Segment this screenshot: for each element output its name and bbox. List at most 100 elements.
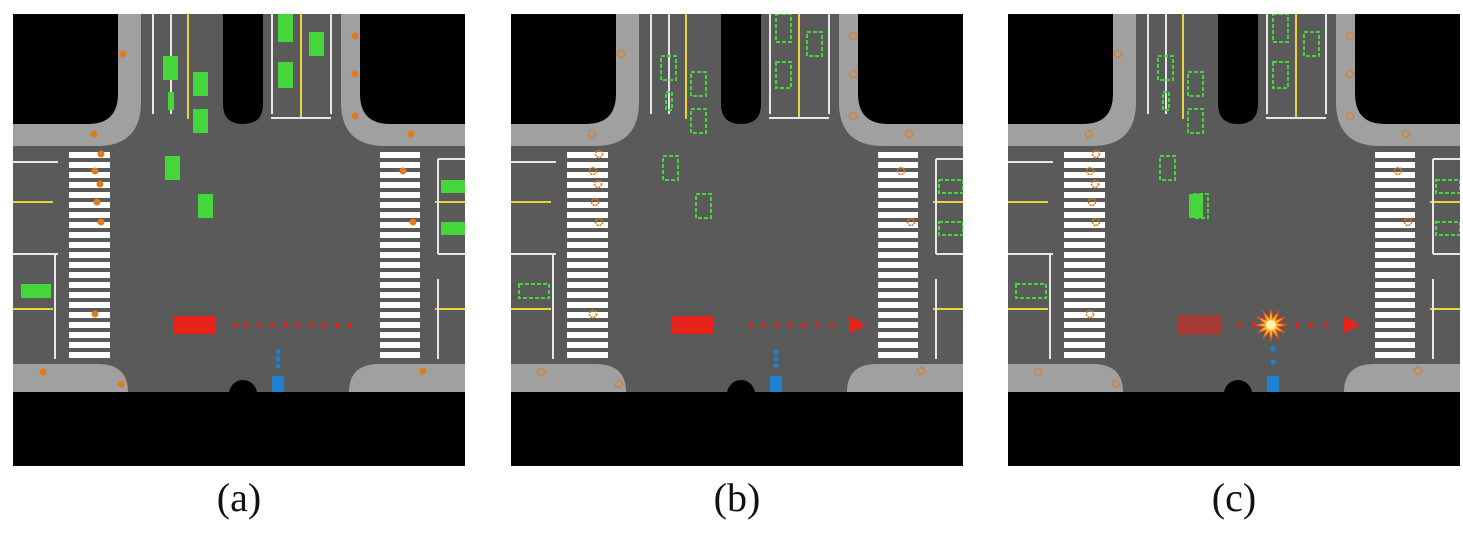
crosswalk-stripe bbox=[1064, 262, 1105, 268]
crosswalk-stripe bbox=[878, 232, 918, 238]
crosswalk-stripe bbox=[878, 322, 918, 328]
pedestrian-predicted bbox=[1084, 129, 1094, 139]
crosswalk-stripe bbox=[1375, 152, 1415, 158]
ego-path-dot bbox=[308, 322, 314, 328]
crosswalk-stripe bbox=[1064, 192, 1105, 198]
crosswalk-stripe bbox=[1064, 292, 1105, 298]
crosswalk-stripe bbox=[69, 342, 110, 348]
vehicle bbox=[163, 56, 178, 80]
vehicle-predicted bbox=[518, 283, 550, 299]
ego-path-dot bbox=[243, 322, 249, 328]
crosswalk-stripe bbox=[1375, 172, 1415, 178]
city-block bbox=[1355, 14, 1460, 124]
pedestrian-predicted bbox=[1033, 367, 1043, 377]
ego-path-dot bbox=[774, 322, 780, 328]
pedestrian-predicted bbox=[594, 217, 604, 227]
crosswalk-stripe bbox=[69, 192, 110, 198]
pedestrian-predicted bbox=[848, 31, 858, 41]
vehicle-predicted bbox=[1159, 155, 1176, 181]
crosswalk-stripe bbox=[1375, 322, 1415, 328]
crosswalk-stripe bbox=[878, 312, 918, 318]
crosswalk-stripe bbox=[567, 202, 608, 208]
ego-path-dot bbox=[1294, 322, 1300, 328]
crosswalk-stripe bbox=[1375, 282, 1415, 288]
pedestrian-predicted bbox=[1345, 31, 1355, 41]
crosswalk-stripe bbox=[1375, 192, 1415, 198]
crosswalk-stripe bbox=[69, 242, 110, 248]
ego-path-dot bbox=[829, 322, 835, 328]
crosswalk-stripe bbox=[878, 292, 918, 298]
crosswalk-stripe bbox=[878, 342, 918, 348]
crosswalk-stripe bbox=[69, 202, 110, 208]
pedestrian-predicted bbox=[1403, 217, 1413, 227]
crosswalk-stripe bbox=[878, 222, 918, 228]
city-block bbox=[511, 14, 616, 124]
crosswalk-stripe bbox=[1375, 302, 1415, 308]
ego-path-dot bbox=[282, 322, 288, 328]
crosswalk-stripe bbox=[567, 262, 608, 268]
arrowhead-icon bbox=[1343, 316, 1360, 334]
vehicle bbox=[21, 284, 51, 298]
vehicle-predicted bbox=[1187, 71, 1204, 97]
ego-path-dot bbox=[1308, 322, 1314, 328]
crosswalk-stripe bbox=[878, 332, 918, 338]
crosswalk-stripe bbox=[878, 252, 918, 258]
crosswalk-stripe bbox=[380, 312, 420, 318]
crosswalk-stripe bbox=[69, 212, 110, 218]
median-island bbox=[721, 14, 761, 124]
pedestrian-predicted bbox=[1401, 129, 1411, 139]
ego-vehicle-predicted bbox=[1177, 315, 1222, 335]
sidewalk bbox=[847, 364, 963, 392]
vehicle-predicted bbox=[660, 55, 677, 81]
vehicle-predicted bbox=[1272, 61, 1289, 89]
ego-path-dot bbox=[321, 322, 327, 328]
crosswalk-stripe bbox=[1064, 302, 1105, 308]
crosswalk-stripe bbox=[1375, 232, 1415, 238]
sidewalk bbox=[13, 364, 128, 392]
ego-path-dot bbox=[256, 322, 262, 328]
ego-path-dot bbox=[787, 322, 793, 328]
pedestrian-predicted bbox=[916, 366, 926, 376]
crosswalk-stripe bbox=[380, 242, 420, 248]
crosswalk-stripe bbox=[69, 312, 110, 318]
vehicle-predicted bbox=[1272, 14, 1289, 43]
crosswalk-stripe bbox=[1064, 242, 1105, 248]
crosswalk-stripe bbox=[380, 212, 420, 218]
pedestrian-predicted bbox=[906, 217, 916, 227]
crosswalk-stripe bbox=[69, 282, 110, 288]
vehicle-predicted bbox=[662, 155, 679, 181]
vehicle bbox=[165, 156, 180, 180]
crosswalk-stripe bbox=[878, 182, 918, 188]
crosswalk-stripe bbox=[380, 222, 420, 228]
crosswalk-stripe bbox=[567, 312, 608, 318]
crosswalk-stripe bbox=[69, 172, 110, 178]
ego-path-dot bbox=[269, 322, 275, 328]
sidewalk bbox=[511, 14, 639, 146]
agent-path-dot bbox=[275, 356, 281, 362]
vehicle-predicted bbox=[775, 14, 792, 43]
vehicle-predicted bbox=[1162, 91, 1170, 111]
pedestrian bbox=[117, 380, 125, 388]
crosswalk-stripe bbox=[1375, 342, 1415, 348]
median-island bbox=[727, 380, 755, 408]
city-block bbox=[360, 14, 465, 124]
vehicle-predicted bbox=[690, 108, 707, 134]
median-island bbox=[1224, 380, 1252, 408]
crosswalk-stripe bbox=[878, 262, 918, 268]
agent-path-dot bbox=[773, 349, 779, 355]
pedestrian-predicted bbox=[588, 309, 598, 319]
ego-path-dot bbox=[801, 322, 807, 328]
crosswalk-stripe bbox=[380, 192, 420, 198]
intersection-scene bbox=[1008, 14, 1460, 466]
vehicle bbox=[193, 109, 208, 133]
pedestrian bbox=[119, 50, 127, 58]
crosswalk-stripe bbox=[1064, 312, 1105, 318]
crosswalk-stripe bbox=[1375, 202, 1415, 208]
crosswalk-stripe bbox=[380, 342, 420, 348]
pedestrian-predicted bbox=[1111, 379, 1121, 389]
median-island bbox=[223, 14, 263, 124]
vehicle-predicted bbox=[1435, 221, 1460, 236]
explosion-core bbox=[1266, 320, 1276, 330]
crosswalk-stripe bbox=[1064, 202, 1105, 208]
crosswalk-stripe bbox=[567, 152, 608, 158]
